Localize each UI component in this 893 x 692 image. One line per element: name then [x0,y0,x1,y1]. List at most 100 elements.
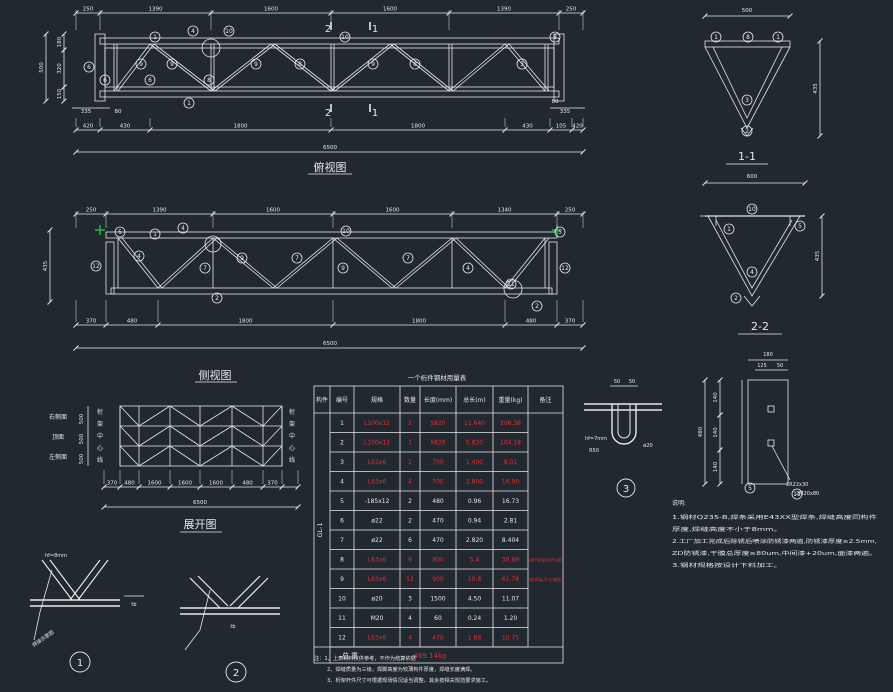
dimension-text: 480 [526,319,537,325]
dim-tick [580,149,586,155]
dim-tick [554,322,560,328]
balloon-circle [559,262,571,274]
cell-weight: 10.75 [502,635,519,642]
balloon-number: 12 [561,265,569,272]
detail-circle [204,235,222,253]
dim-tick [330,322,336,328]
diagonal-member [332,237,393,289]
dimension-text: 50 [614,379,620,385]
triangle-section [704,46,791,129]
face-label: 左侧面 [49,453,67,461]
unfold-diagonal [199,425,233,447]
detail-number: 2 [233,668,239,679]
cell-weight: 1.20 [504,615,518,622]
dimension-text: 50 [777,363,783,369]
dim-tick [47,227,53,233]
dim-tick [817,38,823,44]
dimension-text: 1600 [209,481,223,487]
dim-tick [73,149,79,155]
centerline-label: 中 [289,432,295,440]
cell-spec: M20 [371,615,384,622]
diagonal-member [157,237,214,289]
top-chord-section [704,40,791,48]
dimension-text: R50 [589,448,599,454]
group-label: GL-1 [316,522,324,537]
diagonal-member [508,43,550,92]
dim-tick [101,484,107,490]
dimension-text: hf=8mm [45,553,67,559]
dim-tick [167,484,173,490]
dim-tick [61,31,67,37]
balloon-circle [133,250,145,262]
section-caption: 1-1 [738,150,756,163]
centerline-label: 中 [97,432,103,440]
dim-tick [73,322,79,328]
diagonal-member [452,43,510,92]
cell-qty: 1 [408,440,412,447]
angle-member [237,577,269,609]
cell-qty: 6 [408,557,412,564]
table-header: 数量 [404,396,416,404]
top-chord [99,37,560,45]
diagonal-member [336,237,397,289]
detail-number: 3 [623,484,629,495]
cell-qty: 3 [408,596,412,603]
cell-spec: -185x12 [365,498,390,505]
leader-line [771,445,791,481]
diagonal-member [161,237,218,289]
diagonal-member [451,237,506,289]
balloon-circle [744,482,756,494]
dimension-text: 480 [127,319,138,325]
balloon-number: 8 [413,61,417,68]
cell-spec: ø22 [371,537,382,544]
cell-qty: 2 [408,518,412,525]
balloon-circle [177,222,189,234]
dim-tick [787,13,793,19]
dim-tick [580,322,586,328]
dim-tick [802,180,808,186]
dimension-text: tb [131,602,136,608]
table-title: 一个桁件钢材用量表 [408,373,467,382]
dimension-text: 430 [120,124,131,130]
dim-tick [101,504,107,510]
balloon-circle [187,25,199,37]
cell-no: 2 [340,440,344,447]
cell-qty: 4 [408,615,412,622]
dimension-text: 1800 [239,319,253,325]
balloon-circle [135,58,147,70]
dimension-text: 250 [83,7,94,13]
balloon-circle [250,58,262,70]
face-label: 右侧面 [49,413,67,421]
balloon-number: 1 [153,34,157,41]
triangle-section [707,215,801,297]
u-bolt [611,404,637,445]
centerline-label: 桁 [289,408,295,416]
diagonal-member [216,237,278,289]
cell-total: 4.50 [468,596,482,603]
angle-member [229,575,261,607]
view-caption: 侧视图 [199,368,232,382]
dimension-text: 250 [565,208,576,214]
dim-tick [580,345,586,351]
unfold-diagonal [262,405,283,427]
dimension-text: 435 [43,260,49,271]
dimension-text: 370 [86,319,97,325]
balloon-number: 6 [87,64,91,71]
unfold-diagonal [231,405,264,427]
dimension-text: 420 [83,124,94,130]
bolt-hole [767,405,775,413]
diagonal-member [113,43,151,92]
dimension-text: 250 [566,7,577,13]
cell-len: 1500 [430,596,445,603]
unfold-diagonal [119,405,140,427]
cell-weight: 208.38 [500,420,521,427]
cell-weight: 61.78 [502,576,519,583]
angle-member [197,575,229,607]
note-line: 厚度,焊缝高度不小于8mm。 [672,525,782,533]
diagonal-member [330,43,391,92]
balloon-number: 9 [371,61,375,68]
angle-member [69,559,101,601]
cell-len: 470 [432,537,444,544]
